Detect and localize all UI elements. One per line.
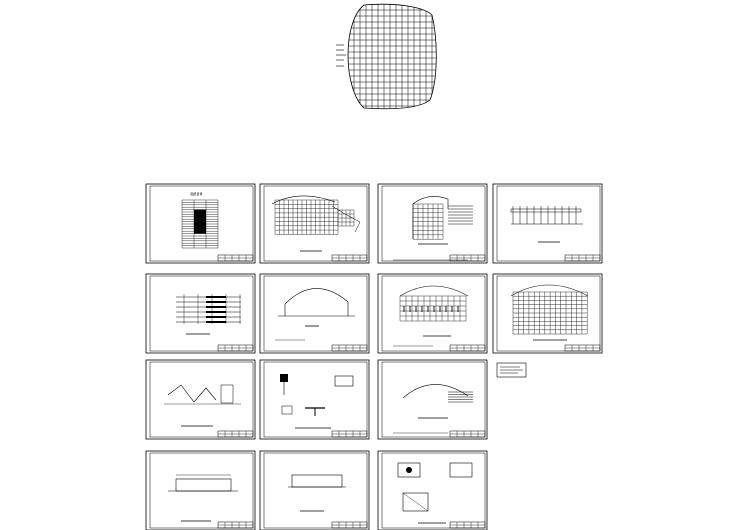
title-block (449, 344, 486, 352)
title-block (449, 521, 486, 529)
sheet-arch-curve[interactable] (377, 359, 488, 440)
title-block (217, 344, 254, 352)
sheet-arch-elevation[interactable] (377, 273, 488, 354)
sheet-index[interactable]: 图纸目录 (145, 183, 256, 264)
sheet-elevation[interactable] (492, 183, 603, 264)
sheet-plan-details[interactable] (377, 450, 488, 530)
title-block (449, 430, 486, 438)
title-block (331, 430, 368, 438)
sheet-section-box[interactable] (145, 450, 256, 530)
sheet-truss-detail[interactable] (145, 359, 256, 440)
sheet-corner-plan[interactable] (377, 183, 488, 264)
title-block (217, 430, 254, 438)
title-block (331, 521, 368, 529)
legend-box (496, 362, 527, 378)
sheet-plan-net[interactable] (259, 183, 370, 264)
title-block (217, 254, 254, 262)
title-block (564, 344, 601, 352)
title-block (331, 254, 368, 262)
sheet-title: 图纸目录 (191, 191, 203, 196)
dome-caption (336, 44, 346, 67)
sheet-detail-lines[interactable] (145, 273, 256, 354)
sheet-small-elevation[interactable] (259, 450, 370, 530)
sheet-arch-section[interactable] (259, 273, 370, 354)
drawing-sheets: 图纸目录 (145, 183, 603, 530)
lattice-dome (336, 3, 437, 110)
title-block (217, 521, 254, 529)
sheet-arch-grid[interactable] (492, 273, 603, 354)
title-block (331, 344, 368, 352)
sheet-node-details[interactable] (259, 359, 370, 440)
title-block (564, 254, 601, 262)
